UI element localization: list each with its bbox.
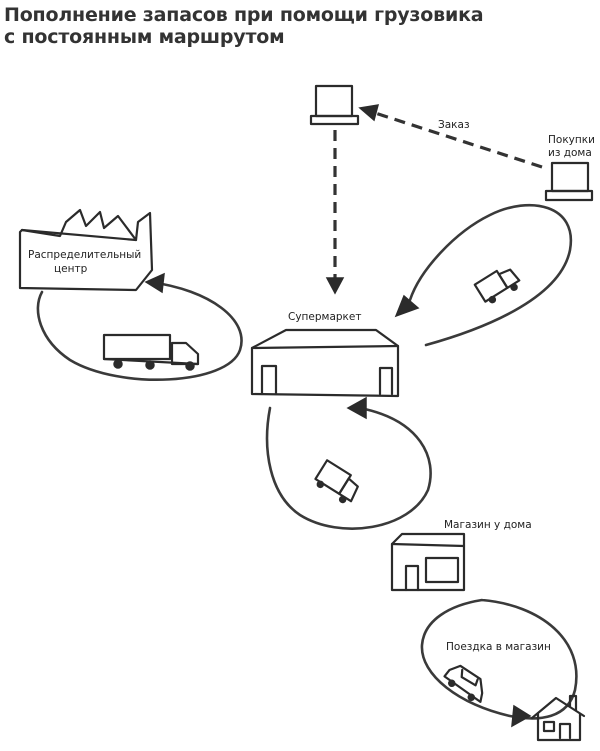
laptop-icon (544, 161, 594, 202)
supermarket-icon (250, 328, 400, 398)
local-store-label: Магазин у дома (444, 519, 532, 531)
house-icon (530, 694, 586, 742)
store-icon (390, 532, 466, 592)
order-label: Заказ (438, 119, 470, 131)
home-purchases-label-1: Покупки (548, 134, 595, 146)
title-line-1: Пополнение запасов при помощи грузовика (4, 4, 484, 26)
dc-label-1: Распределительный (28, 249, 141, 261)
semi-truck-icon (102, 333, 200, 371)
store-trip-label: Поездка в магазин (446, 641, 551, 653)
car-icon (443, 664, 484, 703)
factory-icon (18, 208, 154, 292)
delivery-truck-icon (314, 459, 359, 504)
supermarket-label: Супермаркет (288, 311, 361, 323)
order-arrow (358, 104, 543, 169)
delivery-truck-icon (473, 268, 521, 304)
diagram-title: Пополнение запасов при помощи грузовика … (4, 4, 484, 48)
dc-label-2: центр (54, 263, 88, 275)
title-line-2: с постоянным маршрутом (4, 26, 285, 48)
computer-icon (309, 84, 360, 126)
order-down-arrow (325, 130, 345, 295)
home-purchases-label-2: из дома (548, 147, 592, 159)
